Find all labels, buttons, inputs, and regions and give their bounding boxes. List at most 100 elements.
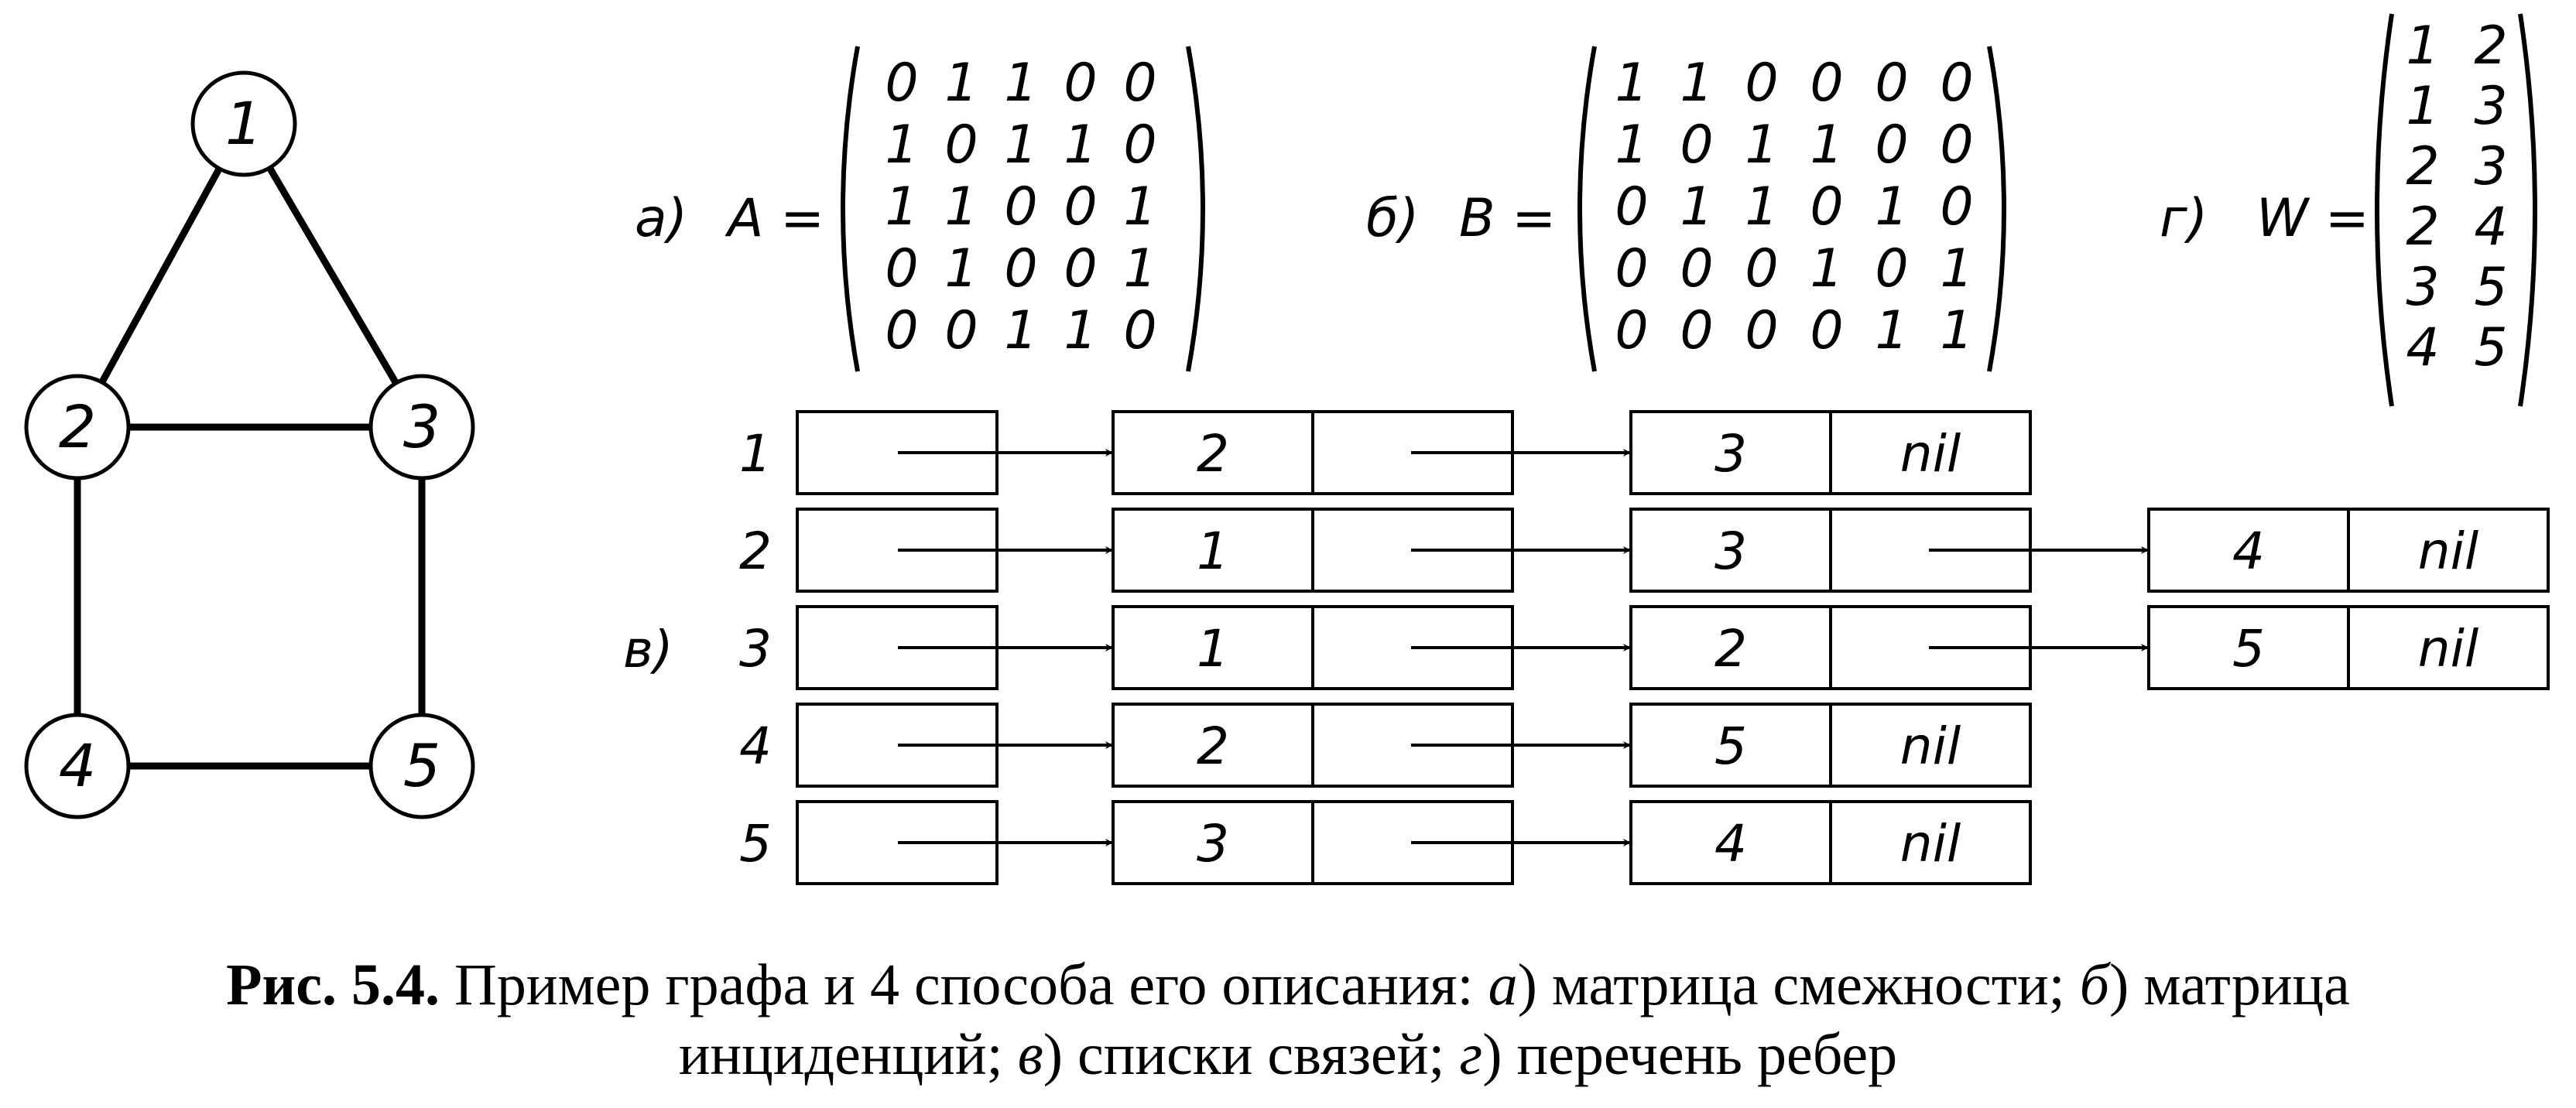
list-node-value: 4 [2232, 522, 2265, 581]
list-node-value: 2 [1197, 716, 1229, 776]
graph-node-5 [368, 713, 475, 819]
matrix_a-cell: 1 [944, 176, 978, 238]
graph-edge-1-2 [98, 166, 223, 385]
graph-node-4 [24, 713, 131, 819]
matrix_b-cell: 0 [1875, 53, 1908, 114]
matrix_b-cell: 0 [1745, 300, 1778, 361]
matrix_a-cell: 0 [1004, 176, 1037, 238]
caption-v-text: ) списки связей; [1043, 1022, 1445, 1087]
matrix_b-left-paren [1577, 46, 1597, 372]
graph-node-3 [368, 374, 475, 480]
matrix_b-cell: 0 [1680, 115, 1713, 176]
matrix_b-cell: 1 [1940, 300, 1973, 361]
matrix_a-cell: 0 [885, 53, 918, 114]
matrix_b-cell: 1 [1745, 176, 1778, 238]
caption-text-2: инциденций; [678, 1022, 1003, 1087]
matrix_a-cell: 1 [1123, 238, 1156, 299]
matrix_w-cell: 1 [2406, 15, 2439, 77]
list-node-nil: nil [1900, 814, 1961, 874]
matrix_b-cell: 1 [1615, 53, 1648, 114]
caption-a-text: ) матрица смежности; [1517, 952, 2065, 1017]
matrix_a-cell: 0 [1064, 238, 1097, 299]
list-head-index: 2 [739, 522, 772, 581]
graph-node-label-5: 5 [403, 731, 440, 800]
graph-node-label-4: 4 [59, 731, 96, 800]
matrix_b-right-paren [1987, 46, 2006, 372]
matrix_a-cell: 0 [1064, 53, 1097, 114]
matrix_w-cell: 4 [2406, 317, 2439, 378]
matrix_b-cell: 0 [1875, 115, 1908, 176]
caption-v-letter: в [1017, 1022, 1043, 1087]
list-node-value: 3 [1197, 814, 1229, 874]
list-node-value: 5 [1714, 716, 1747, 776]
list-head-index: 1 [739, 424, 772, 484]
matrix_b-symbol: B = [1459, 188, 1556, 249]
graph-node-label-1: 1 [225, 89, 262, 158]
matrix_a-symbol: A = [724, 188, 824, 249]
list-head-index: 4 [739, 716, 772, 776]
caption-g-letter: г [1459, 1022, 1483, 1087]
list-node-value: 4 [1714, 814, 1747, 874]
matrix_b-cell: 1 [1680, 53, 1713, 114]
matrix_w-cell: 2 [2406, 197, 2439, 258]
matrix_b-cell: 1 [1940, 238, 1973, 299]
matrix_w-cell: 5 [2474, 257, 2507, 318]
matrix_b-cell: 0 [1680, 238, 1713, 299]
list-node-value: 5 [2232, 619, 2265, 679]
graph-edge-1-3 [266, 166, 399, 385]
matrix_a-cell: 0 [1004, 238, 1037, 299]
matrix_w-cell: 2 [2474, 15, 2507, 77]
list-node-value: 3 [1714, 424, 1747, 484]
matrix_a-cell: 1 [944, 53, 978, 114]
matrix_a-cell: 0 [1123, 53, 1156, 114]
list-node-value: 1 [1197, 522, 1229, 581]
matrix_b-label: б) [1366, 188, 1419, 249]
matrix_a-cell: 1 [1004, 300, 1037, 361]
graph-node-2 [24, 374, 131, 480]
matrix_w-cell: 3 [2474, 136, 2507, 197]
matrix_a-cell: 1 [944, 238, 978, 299]
list-head-index: 5 [739, 814, 772, 874]
matrix_w-cell: 5 [2474, 317, 2507, 378]
caption-text: Пример графа и 4 способа его описания: [454, 952, 1474, 1017]
list-node-value: 2 [1197, 424, 1229, 484]
matrix_a-label: а) [635, 188, 687, 249]
matrix_a-cell: 0 [1064, 176, 1097, 238]
list-node-nil: nil [2418, 619, 2479, 679]
list-node-value: 3 [1714, 522, 1747, 581]
matrix_b-cell: 0 [1940, 53, 1973, 114]
matrix_a-cell: 1 [885, 176, 918, 238]
matrix_b-cell: 0 [1745, 53, 1778, 114]
caption-b-letter: б [2079, 952, 2110, 1017]
matrix_b-cell: 0 [1810, 300, 1843, 361]
matrix_b-cell: 0 [1810, 53, 1843, 114]
matrix_w-left-paren [2375, 13, 2394, 407]
matrix_a-cell: 0 [885, 238, 918, 299]
matrix_a-cell: 1 [1004, 53, 1037, 114]
matrix_w-cell: 3 [2474, 76, 2507, 137]
matrix_b-cell: 1 [1745, 115, 1778, 176]
matrix_b-cell: 1 [1810, 115, 1843, 176]
caption-g-text: ) перечень ребер [1482, 1022, 1898, 1087]
matrix_a-cell: 1 [885, 115, 918, 176]
matrix_w-cell: 3 [2406, 257, 2439, 318]
matrix_a-cell: 1 [1064, 300, 1097, 361]
matrix_a-right-paren [1186, 46, 1205, 372]
graph-node-label-3: 3 [403, 392, 440, 461]
matrix_w-cell: 1 [2406, 76, 2439, 137]
matrix_w-cell: 2 [2406, 136, 2439, 197]
matrix_b-cell: 1 [1810, 238, 1843, 299]
matrix_a-left-paren [841, 46, 860, 372]
matrix_a-cell: 0 [1123, 115, 1156, 176]
matrix_w-right-paren [2518, 13, 2537, 407]
matrix_b-cell: 0 [1810, 176, 1843, 238]
list-node-nil: nil [2418, 522, 2479, 581]
matrix_b-cell: 1 [1615, 115, 1648, 176]
list-node-nil: nil [1900, 424, 1961, 484]
caption-a-letter: а [1488, 952, 1518, 1017]
caption-b-text: ) матрица [2109, 952, 2350, 1017]
list-node-value: 1 [1197, 619, 1229, 679]
matrix_b-cell: 0 [1680, 300, 1713, 361]
graph-node-label-2: 2 [59, 392, 96, 461]
